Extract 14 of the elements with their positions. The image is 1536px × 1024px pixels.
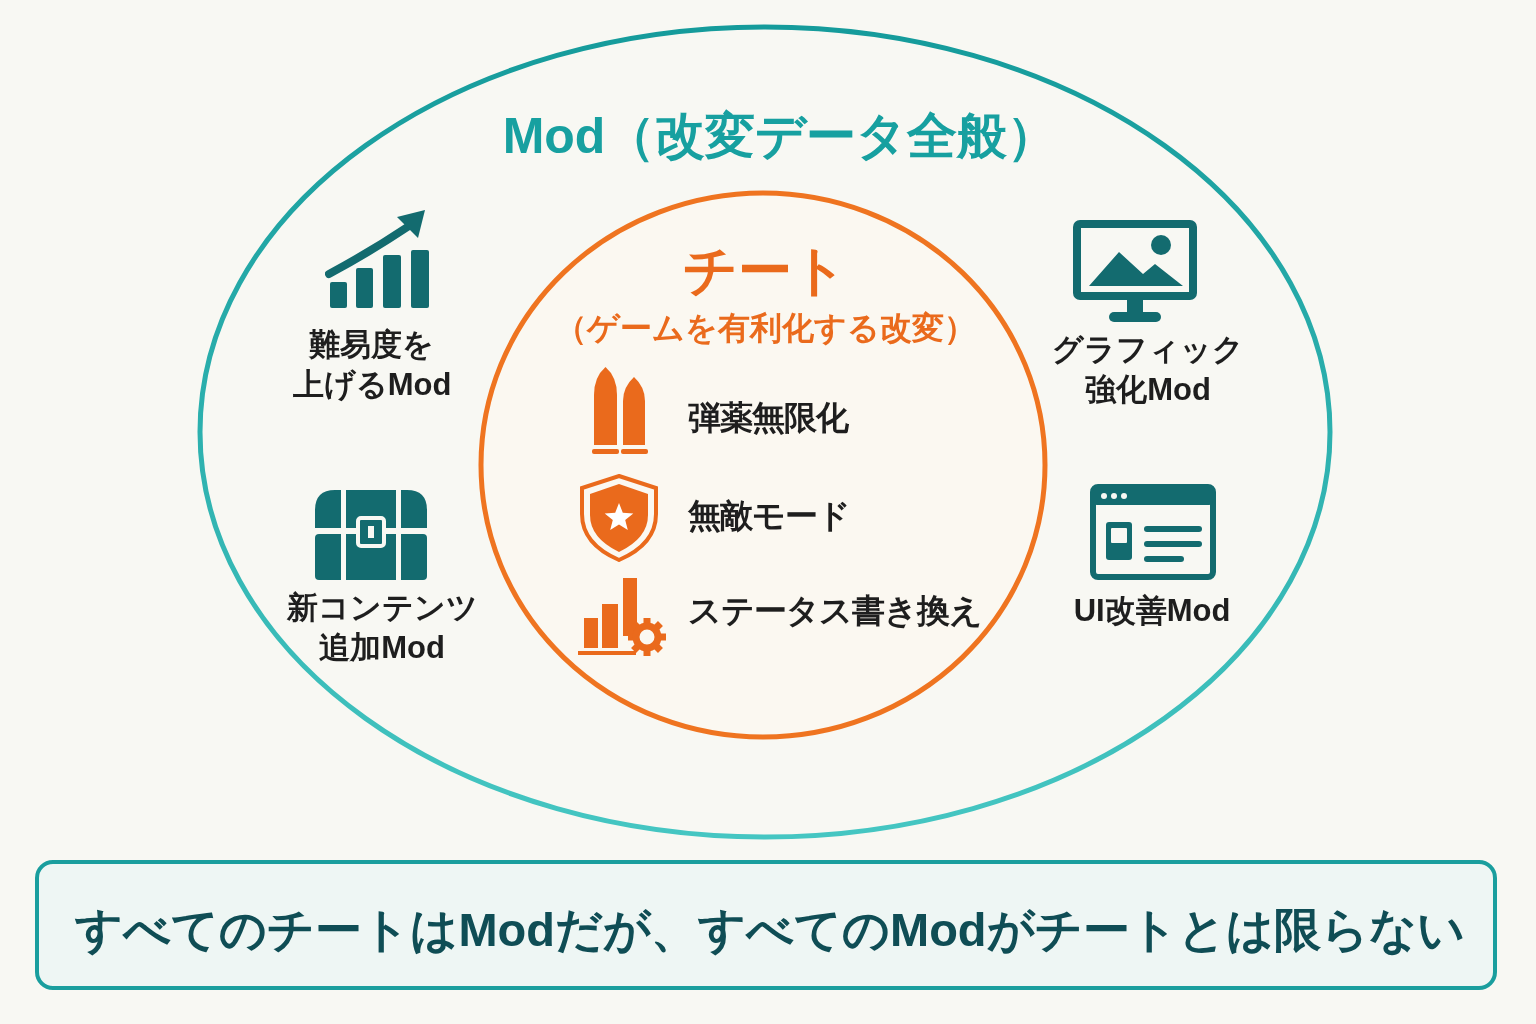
cheat-item-label: ステータス書き換え [688,591,982,631]
set-ellipse [197,24,1333,840]
mod-type-label: グラフィック強化Mod [1052,331,1244,409]
cheat-item-label: 弾薬無限化 [688,398,848,438]
summary-text: すべてのチートはModだが、すべてのModがチートとは限らない [75,901,1465,958]
set-heading: Mod（改変データ全般） [502,107,1058,166]
subset-heading: チート [683,238,847,302]
cheat-item-label: 無敵モード [688,496,850,536]
mod-type-label: UI改善Mod [1073,592,1231,630]
subset-subheading: （ゲームを有利化する改変） [554,308,976,348]
mod-type-label: 新コンテンツ追加Mod [286,589,478,667]
mod-type-label: 難易度を上げるMod [292,326,452,404]
subset-circle [478,190,1048,740]
summary-box [35,860,1497,990]
